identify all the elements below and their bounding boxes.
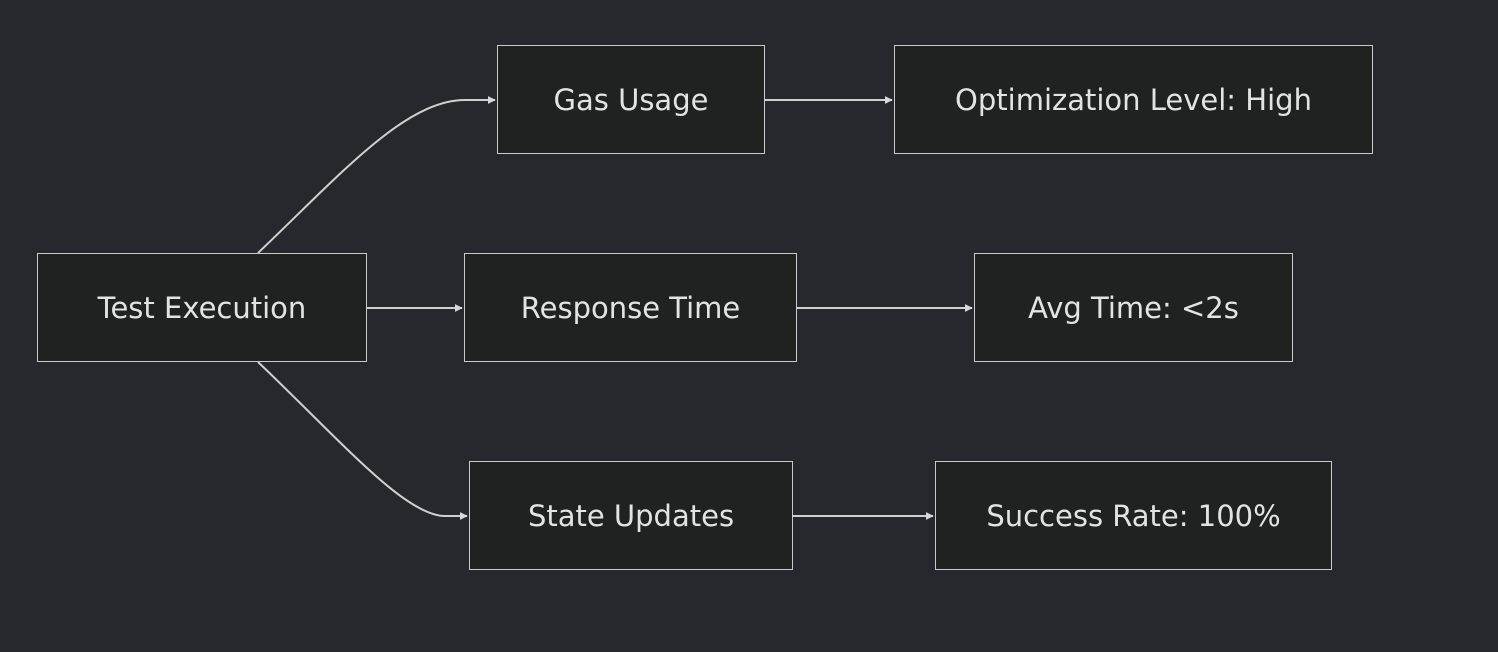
node-state-updates: State Updates [469,461,793,570]
node-optimization-level: Optimization Level: High [894,45,1373,154]
edge-test-to-state [257,361,468,520]
node-label: Response Time [520,290,741,325]
node-success-rate: Success Rate: 100% [935,461,1332,570]
node-test-execution: Test Execution [37,253,367,362]
node-avg-time: Avg Time: <2s [974,253,1293,362]
node-response-time: Response Time [464,253,797,362]
node-label: Gas Usage [553,82,709,117]
edge-test-to-gas [257,96,496,254]
node-label: State Updates [527,498,735,533]
node-label: Success Rate: 100% [986,498,1281,533]
node-label: Optimization Level: High [955,82,1312,117]
node-gas-usage: Gas Usage [497,45,765,154]
node-label: Avg Time: <2s [1028,290,1239,325]
node-label: Test Execution [97,290,307,325]
